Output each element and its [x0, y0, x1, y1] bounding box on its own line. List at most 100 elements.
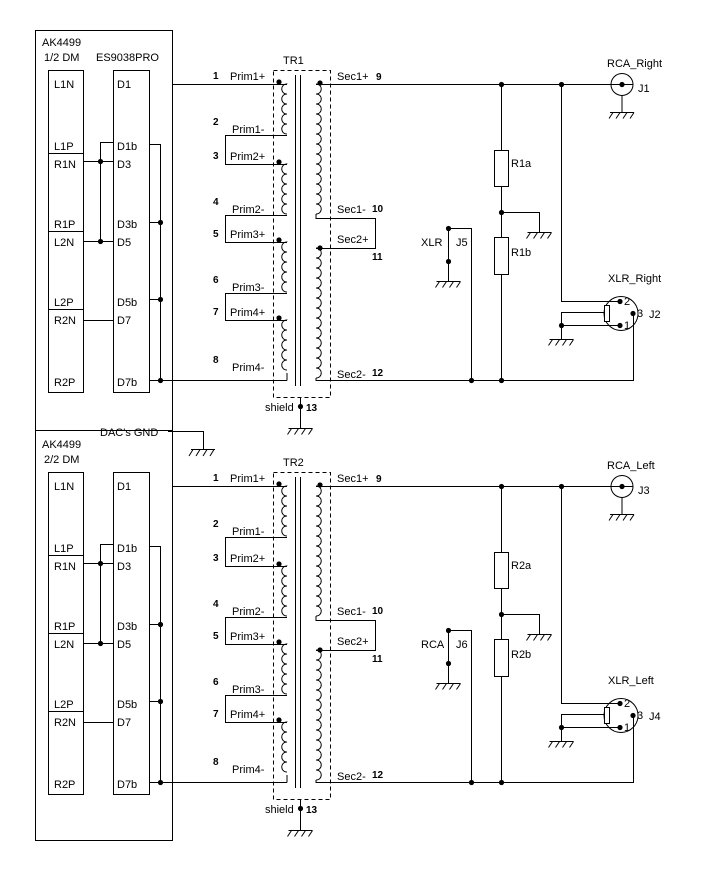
ground-hatch — [547, 634, 552, 641]
primary-label: Prim4- — [232, 362, 265, 374]
ground-hatch — [301, 830, 306, 837]
dac-bottom-title-2: 2/2 DM — [44, 454, 79, 466]
es9038pro-pin-label: D1 — [117, 481, 131, 493]
transformer-label: TR2 — [283, 457, 304, 469]
resistor-b — [494, 237, 509, 275]
junction-dot — [97, 640, 104, 647]
aux-jack-ref: J5 — [456, 237, 468, 249]
primary-phase-dot — [276, 315, 282, 321]
prim2m-prim3p-wire — [225, 617, 287, 645]
rca-jack-ref: J1 — [638, 83, 650, 95]
ground-hatch — [456, 281, 461, 288]
r-midpoint-gnd-wire — [501, 212, 540, 232]
ak4499-pin-label: R1P — [54, 621, 75, 633]
es-top-title: ES9038PRO — [96, 52, 159, 64]
ak4499-pin-label: L1P — [54, 543, 74, 555]
xlr-pin-2 — [617, 700, 623, 707]
ground-hatch — [442, 683, 447, 690]
ground-hatch — [562, 339, 567, 346]
rca-jack-ref: J3 — [638, 485, 650, 497]
ground-hatch — [526, 634, 531, 641]
ground-hatch — [287, 830, 292, 837]
ground-hatch — [540, 634, 545, 641]
es9038pro-pin-label: D3b — [117, 621, 137, 633]
primary-phase-dot — [276, 639, 282, 645]
xlr-pin2-wire — [561, 486, 618, 704]
primary-label: Prim4+ — [230, 709, 265, 721]
primary-pin-number: 4 — [213, 197, 219, 208]
ground-hatch — [548, 741, 553, 748]
primary-coil — [281, 565, 288, 617]
channel-section-top: L1NL1PR1NR1PL2NL2PR2NR2PD1D1bD3D3bD5D5bD… — [48, 55, 662, 435]
r-midpoint-ground-icon — [526, 232, 552, 239]
ground-hatch — [442, 281, 447, 288]
rca-jack-name: RCA_Left — [607, 460, 655, 472]
ground-hatch — [533, 634, 538, 641]
resistor-a — [494, 150, 509, 187]
ak4499-pin-label: R2P — [54, 779, 75, 791]
primary-pin-number: 2 — [213, 519, 219, 530]
aux-jack-signal-wire — [448, 630, 472, 783]
ak4499-pin-label: R2N — [54, 717, 76, 729]
channel-section-bottom: L1NL1PR1NR1PL2NL2PR2NR2PD1D1bD3D3bD5D5bD… — [48, 457, 661, 837]
ground-hatch — [622, 112, 628, 119]
xlr-pin1-wire — [561, 714, 620, 728]
ground-hatch — [629, 514, 635, 521]
resistor-b-label: R1b — [511, 247, 531, 259]
primary-label: Prim2- — [232, 204, 265, 216]
primary-phase-dot — [276, 159, 282, 165]
es9038pro-pin-label: D5 — [117, 237, 131, 249]
primary-pin-number: 2 — [213, 117, 219, 128]
rca-jack-center — [619, 81, 625, 88]
primary-coil — [281, 485, 288, 537]
transformer-shield-box — [273, 472, 331, 800]
ground-hatch — [456, 683, 461, 690]
ground-hatch — [615, 112, 621, 119]
xlr-key — [604, 305, 610, 322]
es9038pro-pin-label: D7b — [117, 377, 137, 389]
primary-label: Prim3- — [232, 282, 265, 294]
xlr-key — [604, 707, 610, 724]
xlr-pin-label: 2 — [624, 698, 630, 710]
aux-jack-ground-icon — [435, 281, 461, 288]
secondary-pin-number: 12 — [372, 368, 384, 379]
xlr-pin-label: 3 — [637, 308, 643, 320]
ak4499-pin-label: L2P — [54, 699, 74, 711]
dac-gnd-symbol-icon — [188, 449, 215, 457]
primary-label: Prim1+ — [230, 473, 265, 485]
resistor-b — [494, 639, 509, 677]
sec1m-sec2p-wire — [315, 214, 376, 249]
prim1m-prim2p-wire — [225, 135, 287, 165]
secondary-label: Sec1- — [337, 606, 366, 618]
ground-hatch — [555, 741, 560, 748]
left-rail-wire — [100, 544, 113, 644]
ak4499-pin-label: L1N — [54, 481, 74, 493]
primary-label: Prim3- — [232, 684, 265, 696]
xlr-jack-name: XLR_Left — [608, 675, 654, 687]
primary-label: Prim4- — [232, 764, 265, 776]
secondary-pin-number: 11 — [372, 654, 383, 665]
dac-bottom-title-1: AK4499 — [42, 439, 81, 451]
primary-pin-number: 7 — [213, 307, 219, 318]
xlr-pin2-wire — [561, 84, 618, 302]
ground-hatch — [435, 683, 440, 690]
es9038pro-pin-label: D7 — [117, 717, 131, 729]
junction-dot — [157, 621, 164, 628]
xlr-jack-name: XLR_Right — [608, 273, 661, 285]
es9038pro-pin-label: D1 — [117, 79, 131, 91]
secondary-label: Sec1+ — [337, 71, 369, 83]
aux-jack-name: XLR — [421, 237, 442, 249]
r-midpoint-gnd-wire — [501, 614, 540, 634]
secondary-coil-2 — [315, 247, 322, 379]
ground-hatch — [435, 281, 440, 288]
ground-hatch — [615, 514, 621, 521]
resistor-a-label: R2a — [511, 560, 532, 572]
prim3m-prim4p-wire — [225, 695, 287, 723]
ground-hatch — [308, 830, 313, 837]
ak4499-pin-label: R2P — [54, 377, 75, 389]
aux-jack-name: RCA — [421, 639, 445, 651]
shield-label: shield — [265, 402, 294, 414]
r-midpoint-ground-icon — [526, 634, 552, 641]
rca-ground-icon — [608, 112, 635, 119]
primary-phase-dot — [276, 79, 282, 85]
